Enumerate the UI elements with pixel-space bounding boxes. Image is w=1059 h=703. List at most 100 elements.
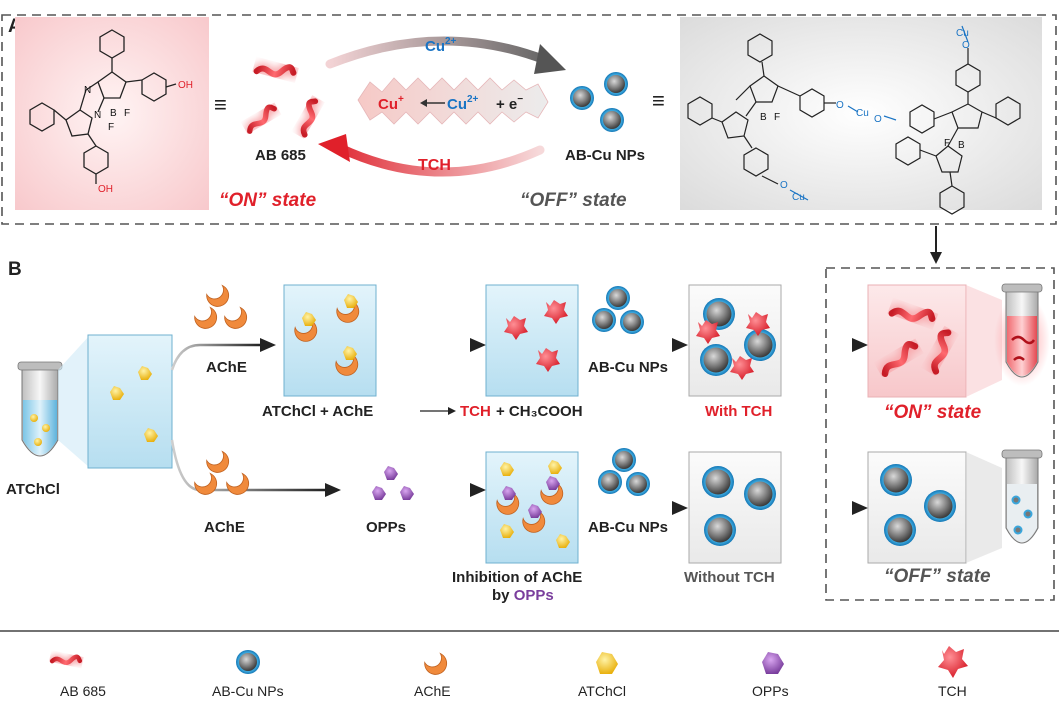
abcu-bead bbox=[626, 472, 650, 496]
inhibition-label: Inhibition of AChE bbox=[452, 569, 582, 586]
redox-zigzag-shape bbox=[357, 77, 549, 125]
oh-top-label: OH bbox=[178, 80, 193, 91]
on-state-tube bbox=[994, 283, 1050, 386]
branch-top-arrowhead bbox=[260, 338, 276, 352]
abcu-bead bbox=[612, 448, 636, 472]
ache-atchcl-box bbox=[283, 284, 377, 397]
cu2-top-label: Cu2+ bbox=[425, 36, 457, 55]
legend-opps-icon bbox=[762, 652, 784, 674]
center-small-arrowhead bbox=[420, 99, 427, 107]
oxidation-arrowhead bbox=[534, 44, 566, 74]
opp-molecule bbox=[372, 486, 386, 500]
arrow-to-inhibition-box-head bbox=[470, 483, 486, 497]
cu-atom-label: Cu bbox=[856, 108, 869, 119]
off-state-tube bbox=[1001, 449, 1043, 544]
atchcl-molecule bbox=[138, 366, 152, 380]
b-atom-label: B bbox=[110, 108, 117, 119]
abcu-bead bbox=[592, 308, 616, 332]
ache-label-top: AChE bbox=[206, 359, 247, 376]
legend-ache-icon bbox=[422, 652, 452, 679]
equiv-sign-right: ≡ bbox=[652, 88, 665, 113]
tch-molecule bbox=[536, 348, 560, 372]
abcu-bead bbox=[600, 108, 624, 132]
legend-label-opps: OPPs bbox=[752, 683, 789, 699]
panel-b-letter: B bbox=[8, 259, 22, 280]
f-atom-label-right: F bbox=[944, 138, 950, 149]
tch-molecule bbox=[746, 312, 770, 336]
f-atom-label-left: F bbox=[774, 112, 780, 123]
f-atom-label: F bbox=[124, 108, 130, 119]
abcu-label-top: AB-Cu NPs bbox=[588, 359, 668, 376]
ache-enzyme bbox=[204, 284, 234, 311]
abcu-bead bbox=[570, 86, 594, 110]
opps-label: OPPs bbox=[366, 519, 406, 536]
reduction-arc-arrow bbox=[335, 143, 545, 177]
atchcl-label: ATChCl bbox=[6, 481, 60, 498]
ab685-label: AB 685 bbox=[255, 147, 306, 164]
abcu-bead bbox=[880, 464, 912, 496]
equiv-sign-left: ≡ bbox=[214, 92, 227, 117]
o-atom-label-4: O bbox=[962, 40, 970, 51]
ab685-worm bbox=[294, 99, 321, 135]
branch-top-arrow bbox=[170, 343, 260, 371]
abcu-bead bbox=[620, 310, 644, 334]
ache-label-bottom: AChE bbox=[204, 519, 245, 536]
without-tch-label: Without TCH bbox=[684, 569, 775, 586]
panel-a-frame bbox=[1, 14, 1057, 225]
legend-label-abcu: AB-Cu NPs bbox=[212, 683, 284, 699]
n-atom-label-2: N bbox=[94, 110, 101, 121]
cu2-center-label: Cu2+ bbox=[447, 94, 479, 113]
o-atom-label-3: O bbox=[780, 180, 788, 191]
branch-bottom-arrowhead bbox=[325, 483, 341, 497]
connector-arrowhead bbox=[930, 252, 942, 264]
off-state-label-a: “OFF” state bbox=[520, 190, 627, 211]
abcu-label-bottom: AB-Cu NPs bbox=[588, 519, 668, 536]
zoom-wedge bbox=[58, 335, 90, 468]
cu-atom-label-3: Cu bbox=[956, 28, 969, 39]
atchcl-molecule bbox=[500, 524, 514, 538]
arrow-to-tch-box-head bbox=[470, 338, 486, 352]
inhibited-complex bbox=[494, 486, 523, 518]
tch-molecule bbox=[504, 316, 528, 340]
oh-bottom-label: OH bbox=[98, 184, 113, 195]
electron-label: + e− bbox=[496, 94, 523, 113]
abcu-bead bbox=[924, 490, 956, 522]
arrow-to-on-state-head bbox=[852, 338, 868, 352]
atchcl-molecule bbox=[500, 462, 514, 476]
legend-label-atchcl: ATChCl bbox=[578, 683, 626, 699]
reduction-arrowhead bbox=[318, 134, 350, 162]
reaction-rest-label: + CH₃COOH bbox=[496, 403, 583, 420]
atchcl-molecule bbox=[548, 460, 562, 474]
legend-abcu-icon bbox=[236, 650, 260, 674]
b-atom-label-right: B bbox=[958, 140, 965, 151]
off-state-label-b: “OFF” state bbox=[884, 566, 991, 587]
abcu-bead bbox=[744, 329, 776, 361]
inhibited-complex bbox=[538, 476, 567, 508]
ab685-structure bbox=[29, 29, 177, 184]
on-state-label-b: “ON” state bbox=[884, 402, 982, 423]
legend-label-tch: TCH bbox=[938, 683, 967, 699]
tch-box bbox=[485, 284, 579, 397]
b-atom-label-left: B bbox=[760, 112, 767, 123]
opp-molecule bbox=[384, 466, 398, 480]
atchcl-tube bbox=[17, 361, 63, 457]
reaction-tch-label: TCH bbox=[460, 403, 491, 420]
tch-molecule bbox=[544, 300, 568, 324]
bound-complex bbox=[292, 312, 321, 345]
tch-molecule bbox=[696, 320, 720, 344]
ache-enzyme bbox=[192, 306, 222, 333]
abcu-bead bbox=[604, 72, 628, 96]
atchcl-box bbox=[87, 334, 173, 469]
reaction-left-label: ATChCl + AChE bbox=[262, 403, 373, 420]
ache-enzyme bbox=[222, 306, 252, 333]
tch-label-a: TCH bbox=[418, 157, 451, 174]
ache-enzyme bbox=[204, 450, 234, 477]
tch-molecule bbox=[730, 356, 754, 380]
o-atom-label: O bbox=[836, 100, 844, 111]
atchcl-molecule bbox=[110, 386, 124, 400]
abcu-bead bbox=[744, 478, 776, 510]
opp-molecule bbox=[400, 486, 414, 500]
result-frame bbox=[825, 267, 1055, 601]
reaction-arrowhead bbox=[448, 407, 456, 415]
